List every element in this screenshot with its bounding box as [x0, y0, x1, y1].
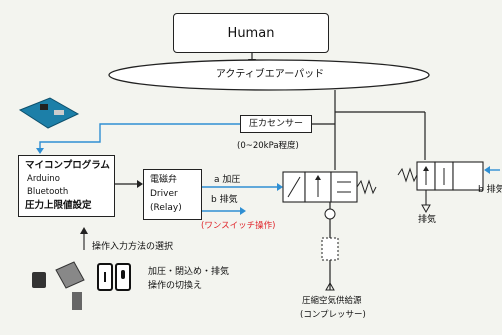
- sensor-signal-line: [39, 123, 240, 152]
- gauge-icon: [324, 208, 336, 220]
- active-air-pad-label: アクティブエアーパッド: [215, 69, 325, 80]
- switch-icon: [55, 261, 85, 289]
- signal-a-label: a 加圧: [214, 175, 241, 185]
- driver-line-solenoid: 電磁弁: [150, 175, 178, 185]
- driver-line-relay: (Relay): [150, 203, 182, 213]
- signal-b-label: b 排気: [211, 195, 238, 205]
- right-signal-b-label: b 排気: [478, 185, 502, 195]
- compressor-line-2: (コンプレッサー): [300, 310, 366, 320]
- supply-triangle-icon: [325, 281, 335, 291]
- exhaust-triangle-icon: [421, 204, 431, 214]
- mcu-line-limit: 圧力上限値設定: [25, 200, 92, 211]
- compressor-line-1: 圧縮空気供給源: [302, 296, 362, 306]
- mcu-line-arduino: Arduino: [27, 174, 60, 184]
- mode-switch-line-1: 加圧・閉込め・排気: [148, 267, 230, 277]
- input-method-arrow: [80, 227, 88, 234]
- filter-icon: [321, 237, 339, 261]
- right-solenoid-valve: [397, 161, 484, 191]
- pressure-sensor-box: 圧カセンサー: [240, 115, 312, 133]
- mcu-box: マイコンプログラム Arduino Bluetooth 圧力上限値設定: [18, 155, 115, 217]
- speaker-icon: [32, 272, 46, 288]
- active-air-pad-ellipse: [108, 59, 430, 91]
- exhaust-label: 排気: [418, 215, 437, 225]
- arduino-board-icon: [18, 97, 80, 129]
- valve-driver-box: 電磁弁 Driver (Relay): [143, 169, 202, 220]
- one-switch-label: (ワンスイッチ操作): [201, 221, 276, 231]
- mode-switch-line-2: 操作の切換え: [148, 281, 203, 291]
- human-box: Human: [173, 13, 329, 53]
- pedal-icon: [72, 292, 82, 310]
- input-method-label: 操作入力方法の選択: [92, 242, 174, 252]
- pressure-sensor-label: 圧カセンサー: [248, 119, 303, 129]
- pressure-range-label: (0~20kPa程度): [237, 141, 299, 151]
- mcu-line-bluetooth: Bluetooth: [27, 187, 69, 197]
- input-device-icons: [32, 261, 131, 310]
- human-label: Human: [227, 26, 275, 41]
- driver-line-driver: Driver: [150, 189, 178, 199]
- left-solenoid-valve: [282, 171, 377, 203]
- mcu-title: マイコンプログラム: [25, 160, 110, 171]
